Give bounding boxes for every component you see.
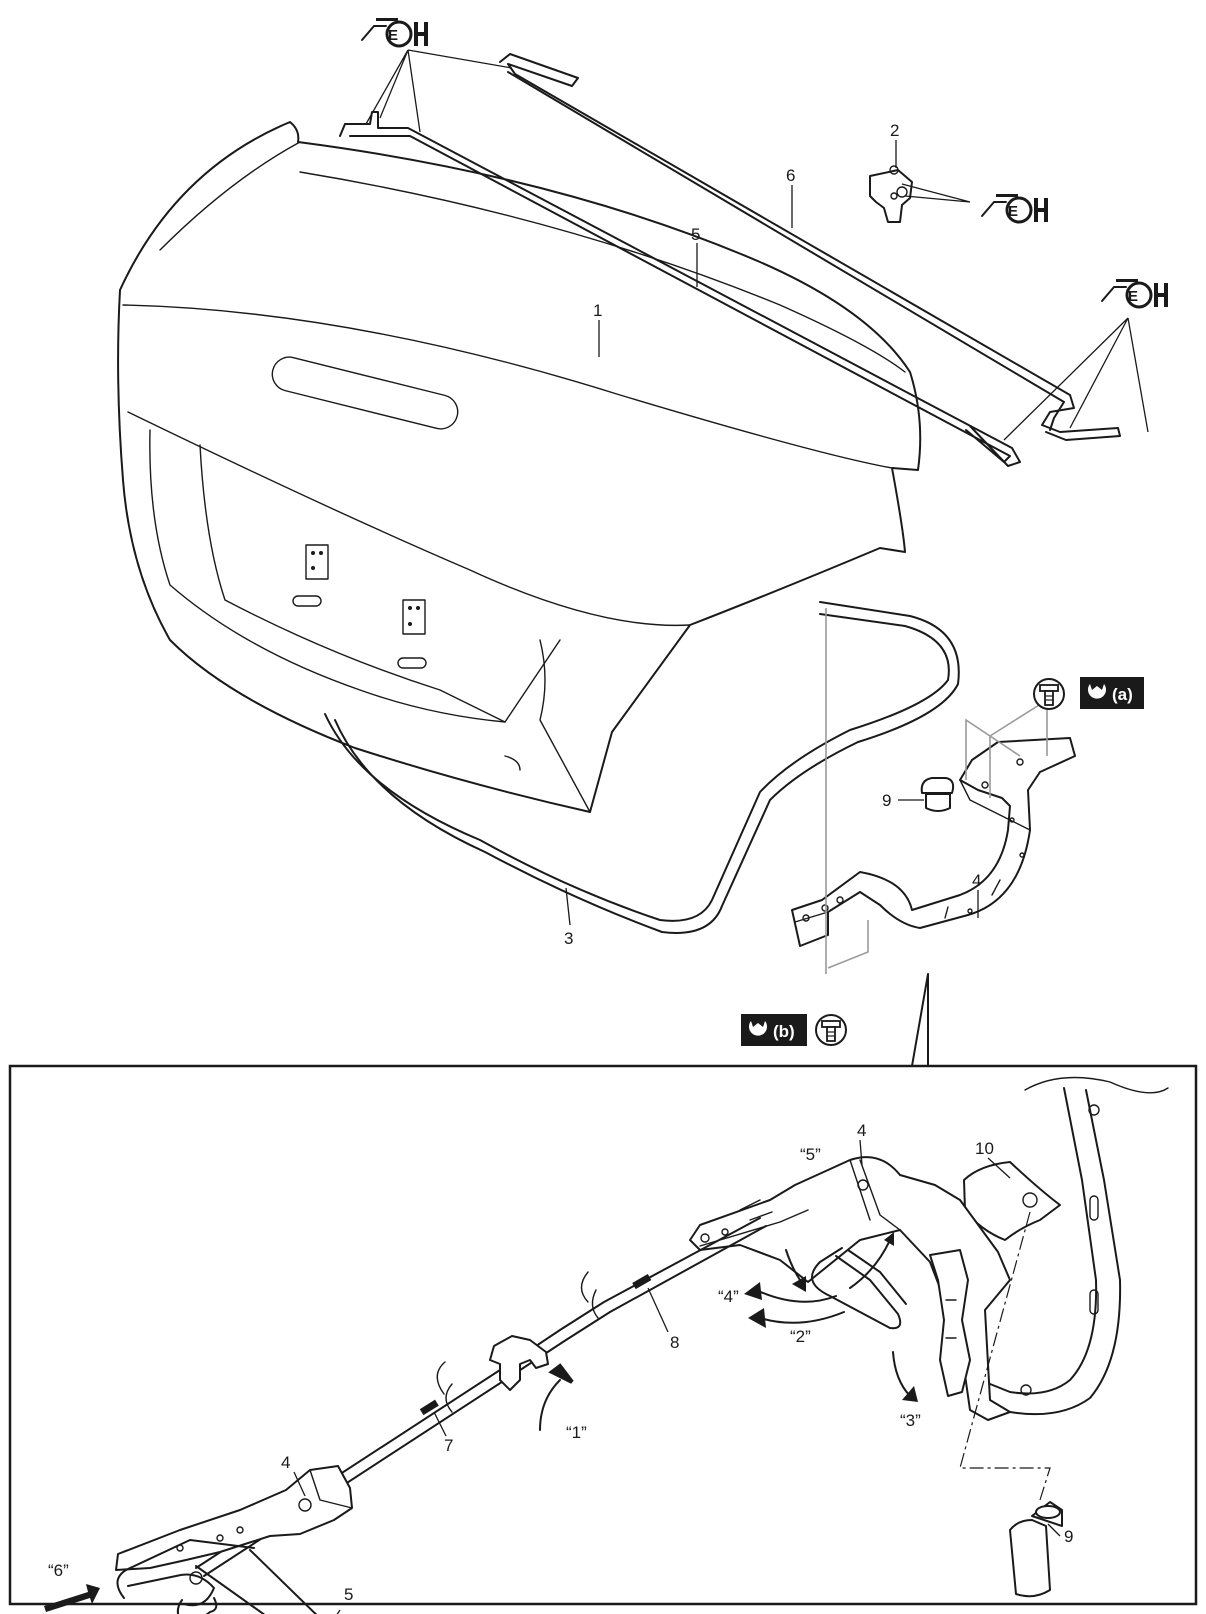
part-label-5: 5 <box>691 225 700 244</box>
trunk-lid <box>117 121 922 813</box>
detail-hinge-arm-4-left <box>115 1465 353 1571</box>
bumper-9 <box>920 777 955 812</box>
detail-label-4-left: 4 <box>281 1453 290 1472</box>
step-label-5: “5” <box>800 1145 821 1164</box>
arrow-step-4 <box>744 1232 894 1303</box>
detail-torsion-rod <box>195 1217 767 1577</box>
step-label-1: “1” <box>566 1423 587 1442</box>
arrow-step-6 <box>44 1584 100 1612</box>
detail-inset-frame <box>8 1064 1198 1606</box>
torque-label-a: (a) <box>1112 685 1133 704</box>
grease-letter-striker: E <box>1008 203 1018 220</box>
detail-label-4-right: 4 <box>857 1121 866 1140</box>
arrow-step-2 <box>748 1308 845 1328</box>
arrow-step-5 <box>785 1249 806 1292</box>
detail-label-5: 5 <box>344 1585 353 1604</box>
part-label-1: 1 <box>593 301 602 320</box>
detail-bracket-10 <box>963 1161 1061 1241</box>
detail-torsion-bar-clip <box>929 1249 971 1397</box>
detail-label-9: 9 <box>1064 1527 1073 1546</box>
bolt-icon-b <box>815 1014 847 1046</box>
detail-label-8: 8 <box>670 1333 679 1352</box>
arrow-step-1 <box>539 1363 574 1431</box>
detail-trunk-hinge-right <box>984 1076 1169 1416</box>
grease-letter-right: E <box>1128 288 1138 305</box>
part-label-4: 4 <box>972 871 981 890</box>
part-label-3: 3 <box>564 929 573 948</box>
step-label-6: “6” <box>48 1561 69 1580</box>
bolt-icon-a <box>1033 678 1065 710</box>
weatherstrip-seal <box>324 601 960 934</box>
detail-bumper-9 <box>1009 1501 1063 1598</box>
detail-torsion-bar-u <box>811 1247 907 1330</box>
step-label-3: “3” <box>900 1411 921 1430</box>
step-label-4: “4” <box>718 1287 739 1306</box>
detail-label-10: 10 <box>975 1139 994 1158</box>
detail-hinge-arm-4-right <box>689 1156 1011 1421</box>
arrow-step-3 <box>892 1351 918 1402</box>
part-label-2: 2 <box>890 121 899 140</box>
hinge-arm-4 <box>791 737 1076 947</box>
lock-striker-2 <box>869 165 913 223</box>
detail-rod-clip <box>489 1335 549 1391</box>
grease-letter-top: E <box>388 27 398 44</box>
torque-badge-b: (b) <box>741 1014 807 1046</box>
detail-label-7: 7 <box>444 1436 453 1455</box>
part-label-9: 9 <box>882 791 891 810</box>
torque-label-b: (b) <box>773 1022 795 1041</box>
torsion-bar-6 <box>499 53 1121 441</box>
part-label-6: 6 <box>786 166 795 185</box>
torsion-bar-5 <box>339 111 1021 467</box>
torque-badge-a: (a) <box>1080 677 1144 709</box>
step-label-2: “2” <box>790 1327 811 1346</box>
